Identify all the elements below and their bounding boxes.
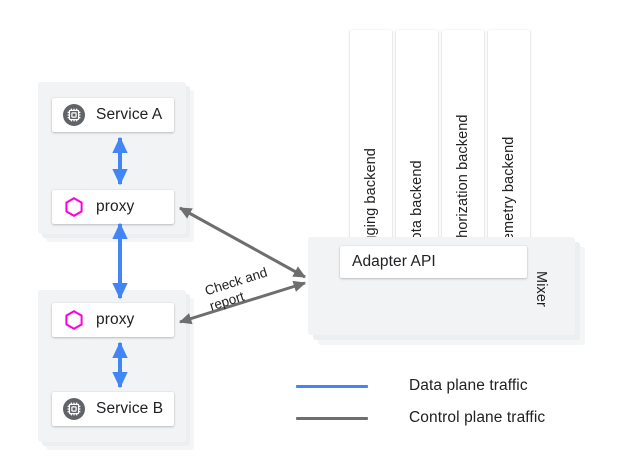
backend-column-authorization[interactable]: Authorization backend	[442, 30, 484, 270]
check-and-report-label: Check and report	[203, 265, 274, 314]
proxy-b-box[interactable]: proxy	[52, 303, 174, 337]
adapter-api-label: Adapter API	[352, 253, 436, 270]
chip-icon	[62, 397, 86, 421]
backend-column-logging[interactable]: Logging backend	[350, 30, 392, 270]
legend-item-data-plane: Data plane traffic	[296, 373, 545, 399]
arrow-proxy-a-mixer	[179, 206, 306, 279]
legend-item-control-plane: Control plane traffic	[296, 405, 545, 431]
proxy-a-label: proxy	[96, 198, 135, 215]
service-a-box[interactable]: Service A	[52, 98, 174, 132]
service-b-box[interactable]: Service B	[52, 392, 174, 426]
legend-label-control-plane: Control plane traffic	[409, 409, 546, 426]
proxy-a-box[interactable]: proxy	[52, 190, 174, 224]
legend-swatch-control-plane	[296, 416, 368, 420]
mixer-label: Mixer	[533, 271, 549, 307]
backend-column-telemetry[interactable]: Telemetry backend	[488, 30, 530, 270]
hexagon-icon	[62, 308, 86, 332]
chip-icon	[62, 103, 86, 127]
hexagon-icon	[62, 195, 86, 219]
backend-column-quota[interactable]: Quota backend	[396, 30, 438, 270]
legend-swatch-data-plane	[296, 384, 368, 388]
service-a-label: Service A	[96, 106, 163, 123]
legend: Data plane traffic Control plane traffic	[296, 373, 545, 431]
adapter-api-box[interactable]: Adapter API	[340, 246, 527, 278]
proxy-b-label: proxy	[96, 311, 135, 328]
service-b-label: Service B	[96, 400, 164, 417]
legend-label-data-plane: Data plane traffic	[409, 377, 528, 394]
